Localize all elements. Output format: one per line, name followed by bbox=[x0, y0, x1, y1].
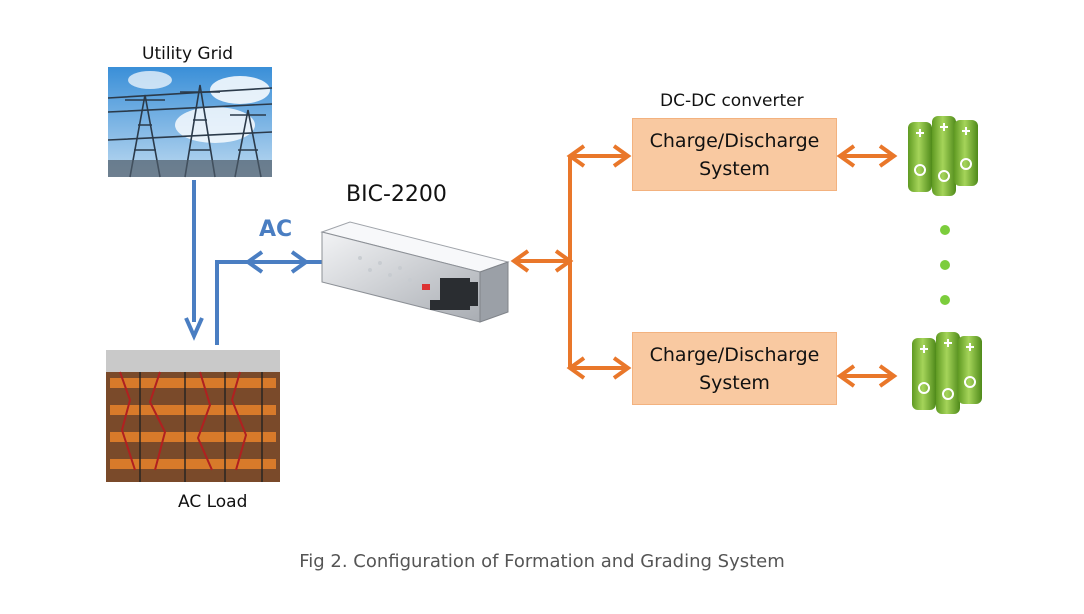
battery-pack-icon-bottom bbox=[912, 332, 982, 414]
ac-load-photo bbox=[106, 350, 280, 482]
power-supply-unit bbox=[320, 221, 510, 323]
ac-load-label: AC Load bbox=[178, 492, 248, 512]
box-line-1: Charge/Discharge bbox=[649, 129, 820, 152]
dc-lines bbox=[510, 144, 898, 388]
ellipsis-dots bbox=[940, 225, 950, 305]
box-line-1: Charge/Discharge bbox=[649, 343, 820, 366]
box-line-2: System bbox=[699, 157, 770, 180]
charge-discharge-box-bottom: Charge/Discharge System bbox=[632, 332, 837, 405]
charge-discharge-box-top: Charge/Discharge System bbox=[632, 118, 837, 191]
ac-label: AC bbox=[259, 217, 293, 242]
figure-caption: Fig 2. Configuration of Formation and Gr… bbox=[299, 551, 785, 572]
battery-pack-icon-top bbox=[908, 116, 978, 196]
bic-2200-label: BIC-2200 bbox=[346, 182, 447, 207]
dcdc-converter-label: DC-DC converter bbox=[660, 91, 804, 111]
ac-lines bbox=[184, 180, 324, 345]
utility-grid-photo bbox=[107, 67, 273, 178]
utility-grid-label: Utility Grid bbox=[142, 44, 234, 64]
box-line-2: System bbox=[699, 371, 770, 394]
